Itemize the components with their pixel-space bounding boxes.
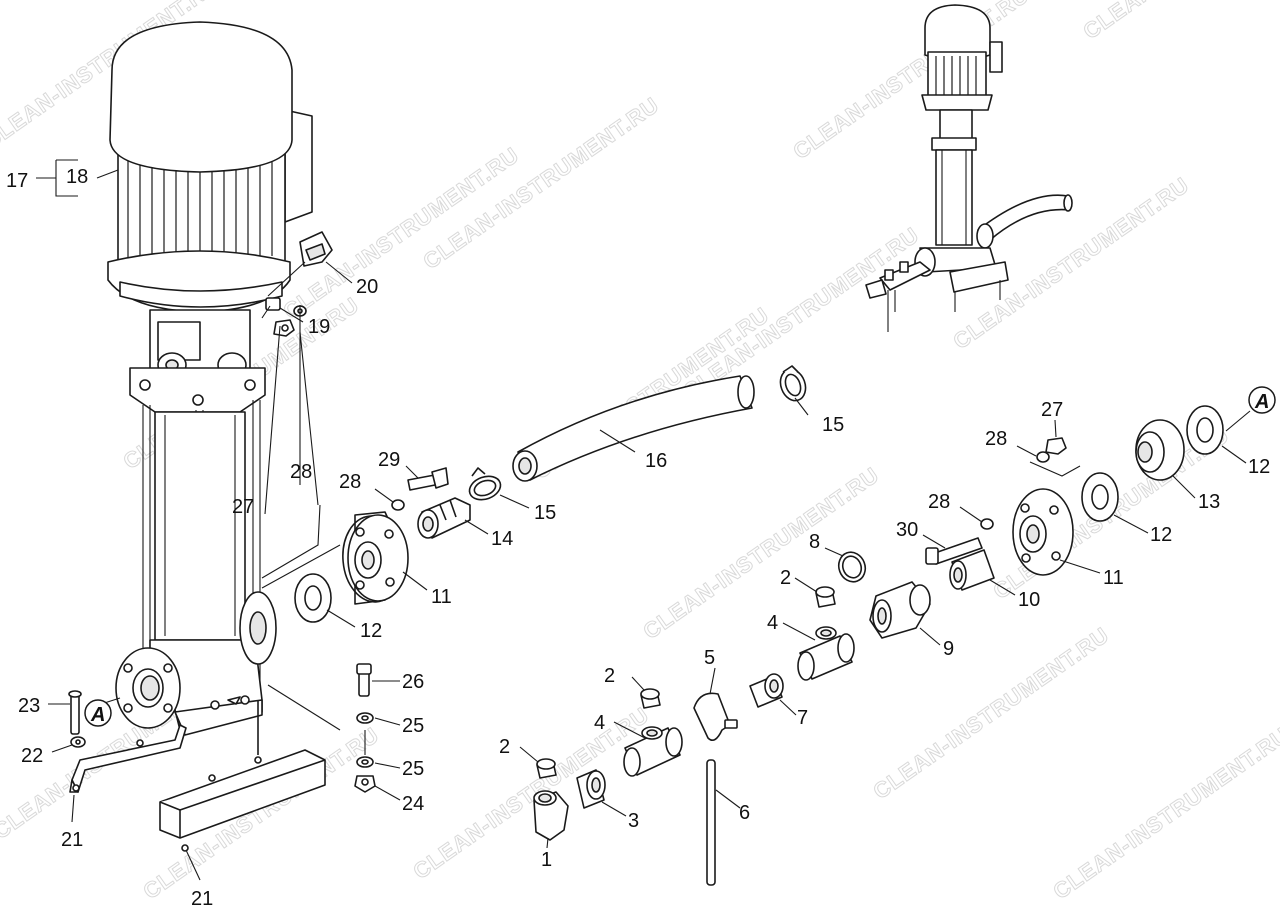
- callout-20: 20: [356, 276, 378, 298]
- callout-7: 7: [797, 707, 808, 729]
- callout-14: 14: [491, 528, 513, 550]
- pump-assembly: [69, 21, 326, 852]
- reference-marker-left: A: [84, 699, 112, 727]
- callout-27: 27: [1041, 399, 1063, 421]
- svg-text:A: A: [90, 704, 105, 726]
- callout-27: 27: [232, 496, 254, 518]
- callout-3: 3: [628, 810, 639, 832]
- callout-11: 11: [1103, 567, 1124, 589]
- callout-29: 29: [378, 449, 400, 471]
- callout-30: 30: [896, 519, 918, 541]
- svg-text:A: A: [1254, 391, 1269, 413]
- callout-9: 9: [943, 638, 954, 660]
- callout-15: 15: [534, 502, 556, 524]
- callout-23: 23: [18, 695, 40, 717]
- vent-plug-group: [261, 231, 333, 319]
- callout-19: 19: [308, 316, 330, 338]
- callout-6: 6: [739, 802, 750, 824]
- watermark: CLEAN-INSTRUMENT.RU: [1049, 722, 1280, 904]
- callout-5: 5: [704, 647, 715, 669]
- callout-28: 28: [290, 461, 312, 483]
- callout-28: 28: [339, 471, 361, 493]
- callout-24: 24: [402, 793, 424, 815]
- callout-21: 21: [191, 888, 213, 910]
- callout-25: 25: [402, 715, 424, 737]
- callout-15: 15: [822, 414, 844, 436]
- callout-26: 26: [402, 671, 424, 693]
- callout-4: 4: [594, 712, 605, 734]
- callout-17: 17: [6, 170, 28, 192]
- watermark: CLEAN-INSTRUMENT.RU: [789, 0, 1034, 164]
- callout-1: 1: [541, 849, 552, 871]
- reference-marker-right: A: [1248, 386, 1276, 414]
- watermark: CLEAN-INSTRUMENT.RU: [1079, 0, 1280, 44]
- callout-18: 18: [66, 166, 88, 188]
- callout-13: 13: [1198, 491, 1220, 513]
- overview-inset: [865, 4, 1073, 332]
- callout-8: 8: [809, 531, 820, 553]
- callout-4: 4: [767, 612, 778, 634]
- callout-28: 28: [928, 491, 950, 513]
- callout-25: 25: [402, 758, 424, 780]
- watermark: CLEAN-INSTRUMENT.RU: [409, 702, 654, 884]
- callout-22: 22: [21, 745, 43, 767]
- callout-12: 12: [360, 620, 382, 642]
- callout-2: 2: [499, 736, 510, 758]
- callout-labels: 1 2 2 2 3 4 4 5 6 7 8 9 10 11 11 12 12 1…: [6, 166, 1270, 910]
- discharge-side-parts: [261, 305, 502, 623]
- callout-12: 12: [1150, 524, 1172, 546]
- callout-21: 21: [61, 829, 83, 851]
- callout-28: 28: [985, 428, 1007, 450]
- leader-lines: [36, 159, 1251, 881]
- suction-hose: [512, 365, 807, 482]
- mounting-hardware: [68, 663, 376, 793]
- watermark: CLEAN-INSTRUMENT.RU: [869, 622, 1114, 804]
- callout-2: 2: [780, 567, 791, 589]
- suction-line-fittings: [533, 405, 1224, 886]
- callout-16: 16: [645, 450, 667, 472]
- callout-12: 12: [1248, 456, 1270, 478]
- callout-2: 2: [604, 665, 615, 687]
- callout-10: 10: [1018, 589, 1040, 611]
- callout-11: 11: [431, 586, 452, 608]
